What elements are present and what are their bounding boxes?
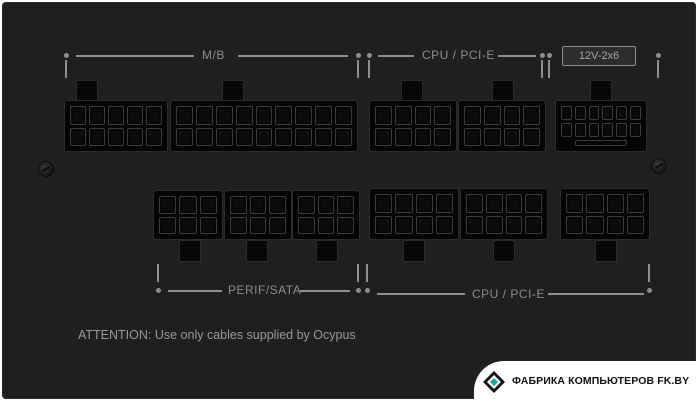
psu-modular-panel: M/B CPU / PCI-E 12V-2x6 (2, 2, 696, 399)
cpu-bottom-line-right (548, 293, 644, 295)
perif-line-right (300, 290, 350, 292)
cpu-bottom-bracket-right (648, 264, 650, 282)
diamond-logo-icon (483, 371, 505, 393)
12v-latch (590, 80, 612, 102)
badge-bracket-right (657, 60, 659, 78)
mb-bracket-right (357, 60, 359, 78)
perif-sata-connector-2[interactable] (224, 190, 292, 240)
cpu-bottom-dot-right (647, 288, 652, 293)
cpu-pcie-bottom-label: CPU / PCI-E (472, 287, 545, 301)
cpu-bottom-dot-left (365, 288, 370, 293)
cpu-top-latch-1 (401, 80, 423, 102)
cpu-top-latch-2 (492, 80, 514, 102)
cpu-pcie-bottom-connector-3[interactable] (560, 188, 650, 240)
cpu-top-bracket-right (541, 60, 543, 78)
badge-dot-left (547, 53, 552, 58)
cpu-pcie-bottom-connector-1[interactable] (369, 188, 459, 240)
perif-latch-1 (179, 240, 201, 262)
mb-latch-left (76, 80, 98, 102)
cpu-pcie-top-connector-1[interactable] (369, 100, 457, 152)
cpu-top-dot-right (540, 53, 545, 58)
perif-bracket-left (157, 264, 159, 282)
mb-line-dot-right (356, 53, 361, 58)
cpu-top-line-right (498, 55, 536, 57)
mb-connector-18pin[interactable] (170, 100, 358, 152)
badge-bracket-left (548, 60, 550, 78)
mb-line-dot-left (64, 53, 69, 58)
cpu-pcie-bottom-connector-2[interactable] (460, 188, 548, 240)
perif-dot-left (156, 288, 161, 293)
perif-line-left (168, 290, 222, 292)
cpu-bottom-latch-1 (403, 240, 425, 262)
mb-bracket-left (65, 60, 67, 78)
watermark-text: ФАБРИКА КОМПЬЮТЕРОВ FK.BY (512, 375, 690, 387)
perif-sata-connector-3[interactable] (292, 190, 360, 240)
cpu-top-dot-left (367, 53, 372, 58)
cpu-top-bracket-left (368, 60, 370, 78)
12v-2x6-connector[interactable] (555, 100, 647, 152)
mb-line-right (238, 55, 348, 57)
cpu-bottom-latch-2 (493, 240, 515, 262)
mb-label: M/B (202, 48, 225, 62)
cpu-pcie-top-connector-2[interactable] (458, 100, 546, 152)
cpu-bottom-latch-3 (595, 240, 617, 262)
perif-sata-label: PERIF/SATA (228, 283, 302, 297)
perif-latch-2 (246, 240, 268, 262)
12v-2x6-badge: 12V-2x6 (562, 46, 636, 66)
mb-line-left (76, 55, 194, 57)
watermark-badge: ФАБРИКА КОМПЬЮТЕРОВ FK.BY (474, 361, 700, 403)
perif-latch-3 (316, 240, 338, 262)
cable-warning-text: ATTENTION: Use only cables supplied by O… (78, 328, 356, 342)
badge-dot-right (656, 53, 661, 58)
cpu-bottom-line-left (377, 293, 465, 295)
cpu-top-line-left (378, 55, 414, 57)
cpu-bottom-bracket-left (366, 264, 368, 282)
mb-latch-right (222, 80, 244, 102)
mb-connector-10pin[interactable] (64, 100, 168, 152)
perif-dot-right (356, 288, 361, 293)
perif-sata-connector-1[interactable] (153, 190, 223, 240)
right-screw (651, 158, 667, 174)
perif-bracket-right (357, 264, 359, 282)
cpu-pcie-top-label: CPU / PCI-E (422, 48, 495, 62)
left-screw (38, 161, 54, 177)
